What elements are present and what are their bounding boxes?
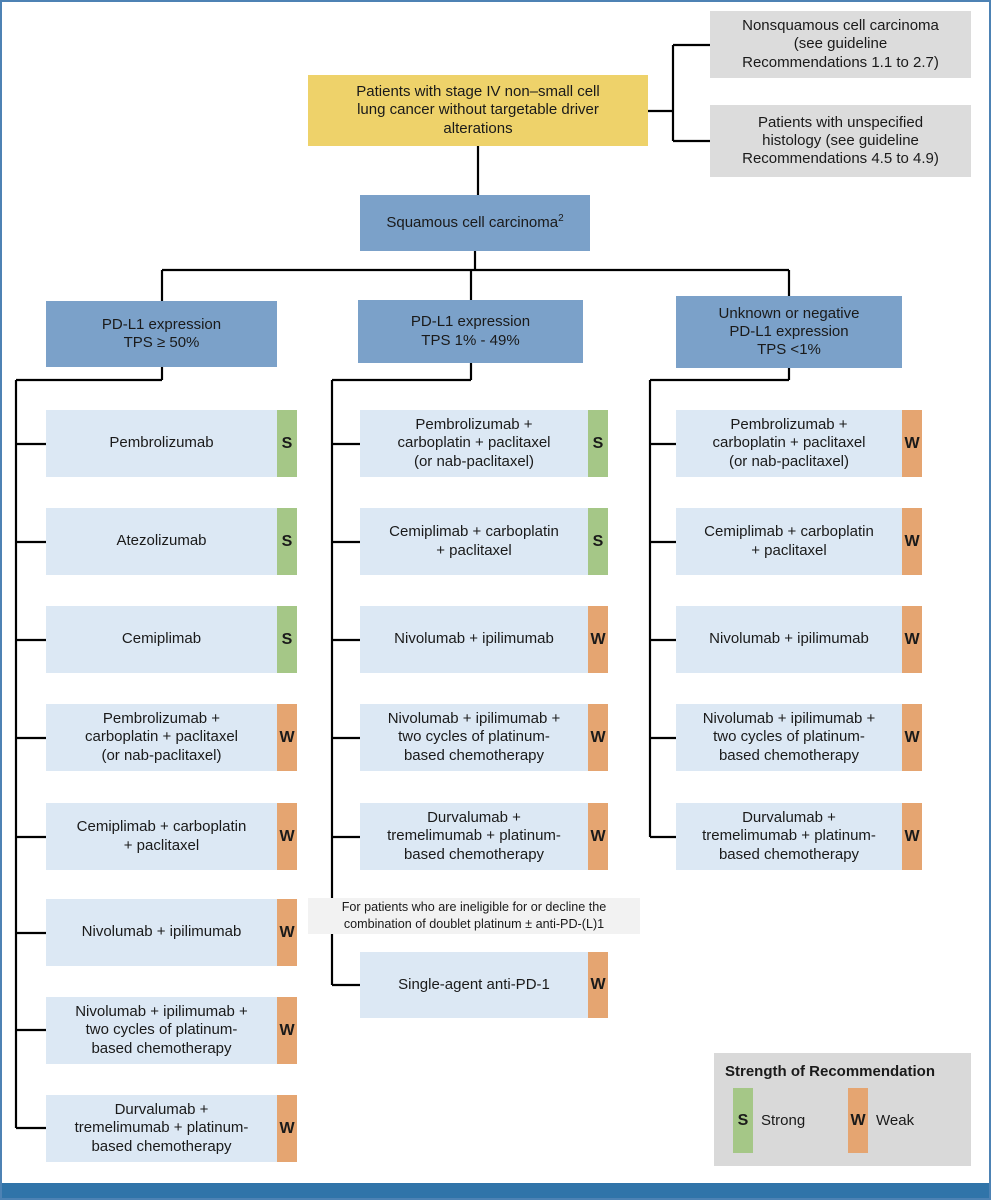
treatment-box: Nivolumab + ipilimumab + two cycles of p… [46,997,297,1064]
strength-tag: S [277,606,297,673]
legend-strong-label: Strong [761,1112,806,1129]
strength-tag: W [588,704,608,771]
treatment-name: Cemiplimab + carboplatin + paclitaxel [704,523,874,559]
treatment-name: Cemiplimab + carboplatin + paclitaxel [389,523,559,559]
strength-tag: S [277,410,297,477]
referral-nonsquamous: Nonsquamous cell carcinoma (see guidelin… [710,11,971,78]
treatment-name: Nivolumab + ipilimumab + two cycles of p… [702,710,876,764]
strength-tag: W [902,606,922,673]
treatment-box: Cemiplimab + carboplatin + paclitaxel W [676,508,922,575]
strength-tag: W [277,899,297,966]
eligibility-note: For patients who are ineligible for or d… [308,898,640,934]
histology-node: Squamous cell carcinoma2 [360,195,590,251]
legend-title: Strength of Recommendation [725,1063,936,1080]
treatment-box: Durvalumab + tremelimumab + platinum- ba… [360,803,608,870]
treatment-box: Pembrolizumab + carboplatin + paclitaxel… [360,410,608,477]
branch-header-text: PD-L1 expression TPS 1% - 49% [410,313,531,349]
treatment-box: Single-agent anti-PD-1 W [360,952,608,1018]
treatment-name: Durvalumab + tremelimumab + platinum- ba… [387,809,561,863]
eligibility-note-text: For patients who are ineligible for or d… [341,900,607,931]
strength-tag: W [902,508,922,575]
strength-tag: W [588,952,608,1018]
treatment-name: Nivolumab + ipilimumab [709,630,869,648]
treatment-box: Pembrolizumab + carboplatin + paclitaxel… [676,410,922,477]
start-node-text: Patients with stage IV non–small cell lu… [356,83,600,137]
treatment-box: Pembrolizumab + carboplatin + paclitaxel… [46,704,297,771]
strength-tag: W [277,1095,297,1162]
strength-tag: W [902,704,922,771]
strength-tag: W [277,704,297,771]
histology-node-text: Squamous cell carcinoma2 [386,213,564,232]
bottom-accent-bar [0,1183,991,1200]
treatment-name: Pembrolizumab + carboplatin + paclitaxel… [397,416,551,470]
treatment-name: Durvalumab + tremelimumab + platinum- ba… [702,809,876,863]
legend-weak-swatch: W [848,1088,868,1153]
legend-strong-swatch: S [733,1088,753,1153]
branch-header-tps-1-49: PD-L1 expression TPS 1% - 49% [358,300,583,363]
treatment-name: Atezolizumab [116,532,207,550]
legend-weak-label: Weak [876,1112,915,1129]
treatment-box: Nivolumab + ipilimumab W [676,606,922,673]
strength-tag: S [588,410,608,477]
strength-tag: W [902,803,922,870]
treatment-box: Nivolumab + ipilimumab + two cycles of p… [360,704,608,771]
strength-tag: S [277,508,297,575]
strength-tag: W [588,606,608,673]
referral-nonsquamous-text: Nonsquamous cell carcinoma (see guidelin… [742,17,939,71]
footnote-marker: 2 [558,213,564,225]
strength-tag: W [277,803,297,870]
treatment-box: Cemiplimab + carboplatin + paclitaxel W [46,803,297,870]
treatment-name: Nivolumab + ipilimumab + two cycles of p… [387,710,561,764]
treatment-name: Cemiplimab [121,630,202,648]
branch-header-tps-ge50: PD-L1 expression TPS ≥ 50% [46,301,277,367]
treatment-box: Nivolumab + ipilimumab W [360,606,608,673]
legend: Strength of Recommendation S Strong W We… [714,1053,971,1166]
treatment-box: Pembrolizumab S [46,410,297,477]
referral-unspecified-histology-text: Patients with unspecified histology (see… [742,113,939,168]
treatment-name: Nivolumab + ipilimumab + two cycles of p… [75,1003,248,1057]
treatment-box: Atezolizumab S [46,508,297,575]
strength-tag: W [588,803,608,870]
branch-header-tps-lt1: Unknown or negative PD-L1 expression TPS… [676,296,902,368]
treatment-name: Nivolumab + ipilimumab [394,630,554,648]
treatment-name: Nivolumab + ipilimumab [81,923,242,941]
strength-tag: W [902,410,922,477]
treatment-box: Nivolumab + ipilimumab W [46,899,297,966]
branch-header-text: Unknown or negative PD-L1 expression TPS… [718,304,860,359]
treatment-box: Nivolumab + ipilimumab + two cycles of p… [676,704,922,771]
treatment-name: Pembrolizumab [109,434,214,452]
treatment-name: Cemiplimab + carboplatin + paclitaxel [76,818,247,854]
treatment-name: Durvalumab + tremelimumab + platinum- ba… [74,1101,249,1155]
strength-tag: S [588,508,608,575]
treatment-name: Pembrolizumab + carboplatin + paclitaxel… [84,710,238,764]
treatment-name: Single-agent anti-PD-1 [398,975,550,993]
treatment-box: Cemiplimab + carboplatin + paclitaxel S [360,508,608,575]
treatment-box: Cemiplimab S [46,606,297,673]
branch-header-text: PD-L1 expression TPS ≥ 50% [101,315,222,351]
treatment-box: Durvalumab + tremelimumab + platinum- ba… [46,1095,297,1162]
referral-unspecified-histology: Patients with unspecified histology (see… [710,105,971,177]
strength-tag: W [277,997,297,1064]
treatment-box: Durvalumab + tremelimumab + platinum- ba… [676,803,922,870]
start-node: Patients with stage IV non–small cell lu… [308,75,648,146]
treatment-name: Pembrolizumab + carboplatin + paclitaxel… [712,416,866,470]
